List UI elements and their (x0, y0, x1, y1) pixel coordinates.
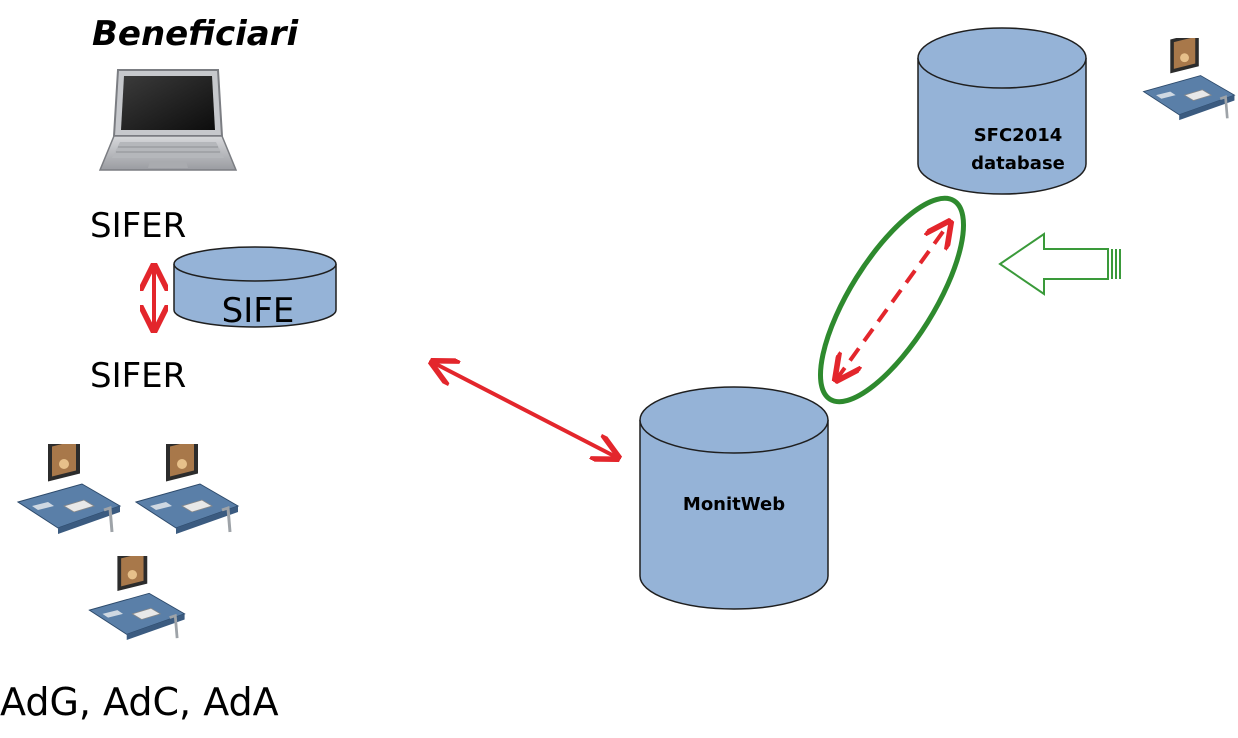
monitweb-database: MonitWeb (639, 386, 829, 610)
sfc2014-label-line2: database (971, 153, 1065, 174)
green-block-arrow-icon (998, 232, 1121, 296)
sfc2014-label-line1: SFC2014 (974, 125, 1063, 146)
sife-label: SIFE (222, 291, 295, 331)
workstation-icon (1142, 38, 1236, 122)
sifer-top-label: SIFER (90, 206, 187, 246)
workstation-icon (134, 444, 240, 534)
laptop-icon (98, 69, 238, 171)
sfc2014-database: SFC2014 database (917, 27, 1087, 195)
monitweb-sfc-dashed-arrow (836, 222, 950, 380)
monitweb-label: MonitWeb (683, 494, 785, 515)
sife-database: SIFE (173, 246, 337, 331)
workstation-icon (16, 444, 122, 534)
sifer-bottom-label: SIFER (90, 356, 187, 396)
authorities-label: AdG, AdC, AdA (0, 680, 279, 724)
sifer-monitweb-arrow (432, 362, 618, 458)
beneficiari-label: Beneficiari (92, 14, 299, 54)
workstation-icon (87, 556, 187, 640)
